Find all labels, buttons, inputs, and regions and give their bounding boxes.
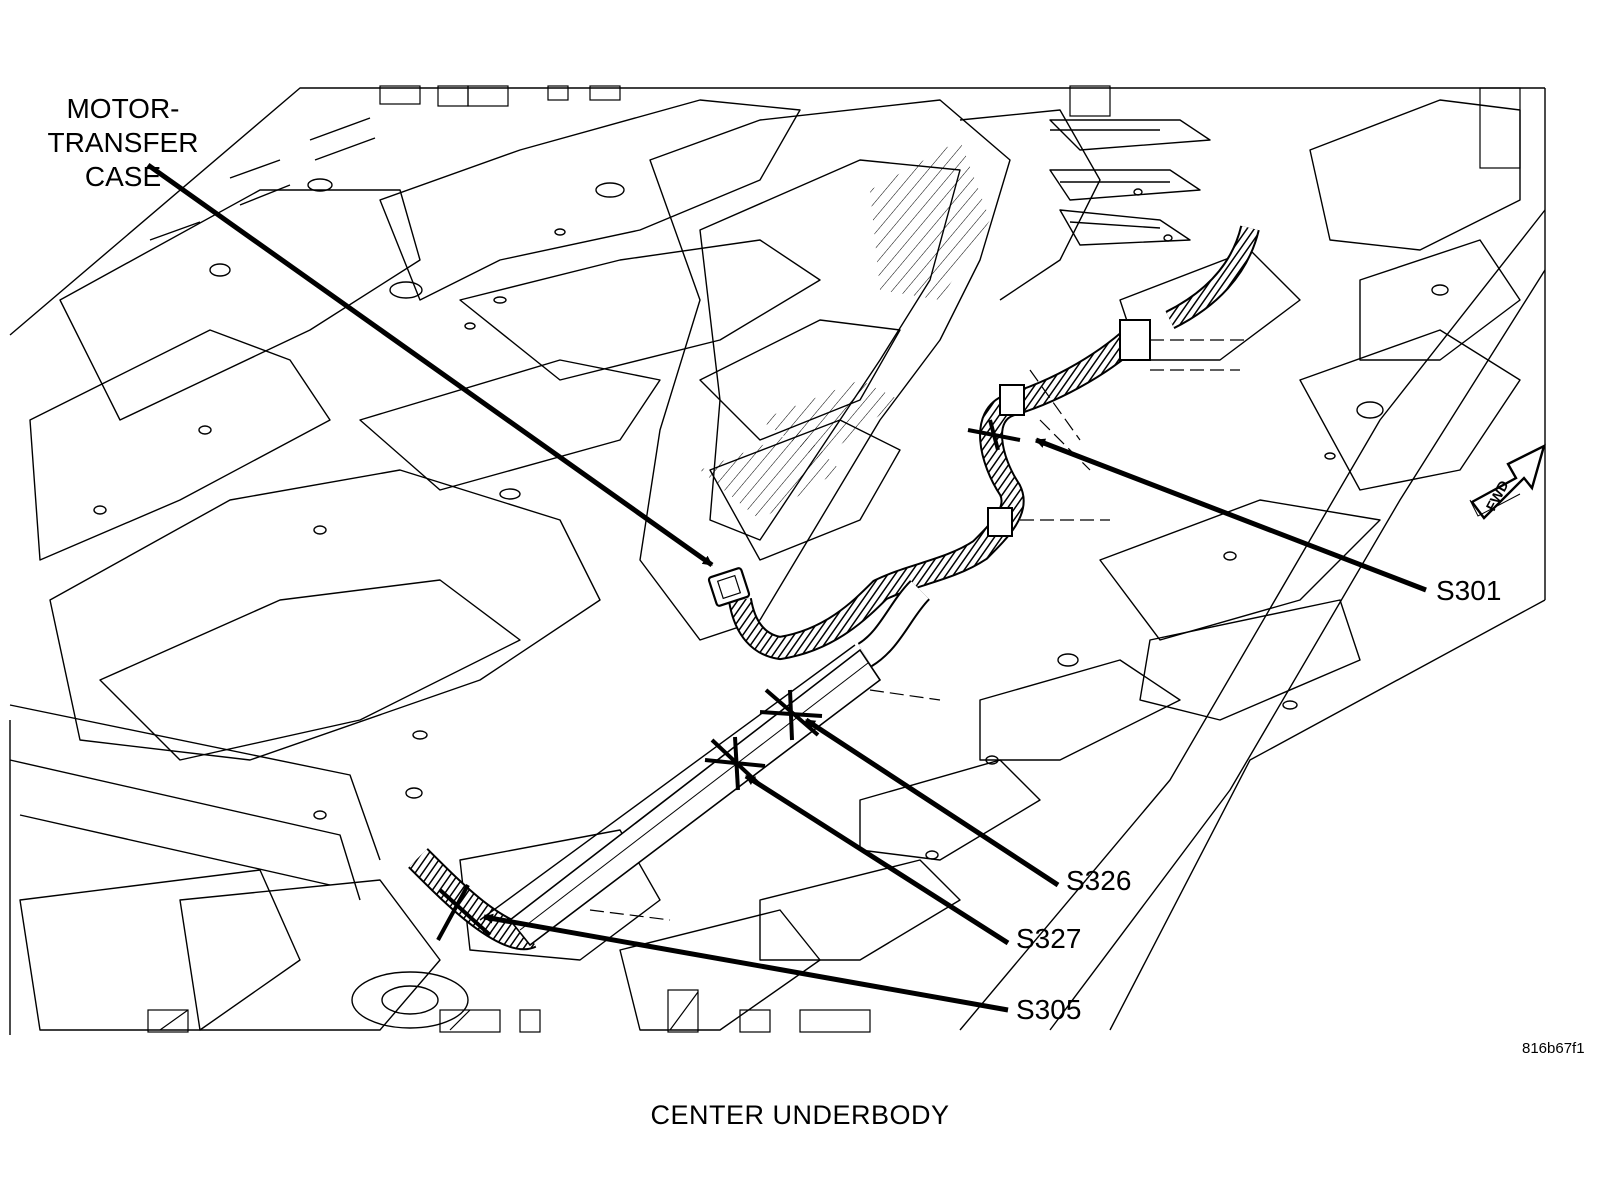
- splice-marker-s301: [967, 419, 1021, 451]
- leader-s327: [744, 773, 1010, 946]
- callout-s327: S327: [1016, 923, 1082, 954]
- diagram-caption: CENTER UNDERBODY: [650, 1100, 950, 1130]
- wire-harness: [408, 225, 1260, 951]
- callout-s326: S326: [1066, 865, 1132, 896]
- leader-s326: [804, 717, 1060, 888]
- figure-id: 816b67f1: [1522, 1040, 1585, 1057]
- leader-lines: [146, 162, 1427, 1013]
- cropped-edge-fragments: [147, 85, 1521, 1033]
- splice-markers: [436, 419, 1021, 941]
- splice-marker-s305: [436, 884, 492, 941]
- leader-s301: [1035, 437, 1427, 593]
- callout-motor-line-1: MOTOR-: [66, 93, 180, 124]
- callout-motor-transfer-case: MOTOR- TRANSFER CASE: [28, 92, 218, 194]
- leader-s305: [483, 913, 1009, 1013]
- callout-motor-line-3: CASE: [84, 161, 162, 192]
- leader-motor-transfer-case: [146, 162, 714, 568]
- routing-dashes: [589, 339, 1250, 921]
- fwd-arrow-icon: FWD: [1469, 443, 1546, 520]
- callout-motor-line-2: TRANSFER: [47, 127, 199, 158]
- callout-s301: S301: [1436, 575, 1502, 606]
- underbody-structure: [9, 87, 1546, 1035]
- surface-shading: [700, 140, 990, 520]
- callout-s305: S305: [1016, 994, 1082, 1025]
